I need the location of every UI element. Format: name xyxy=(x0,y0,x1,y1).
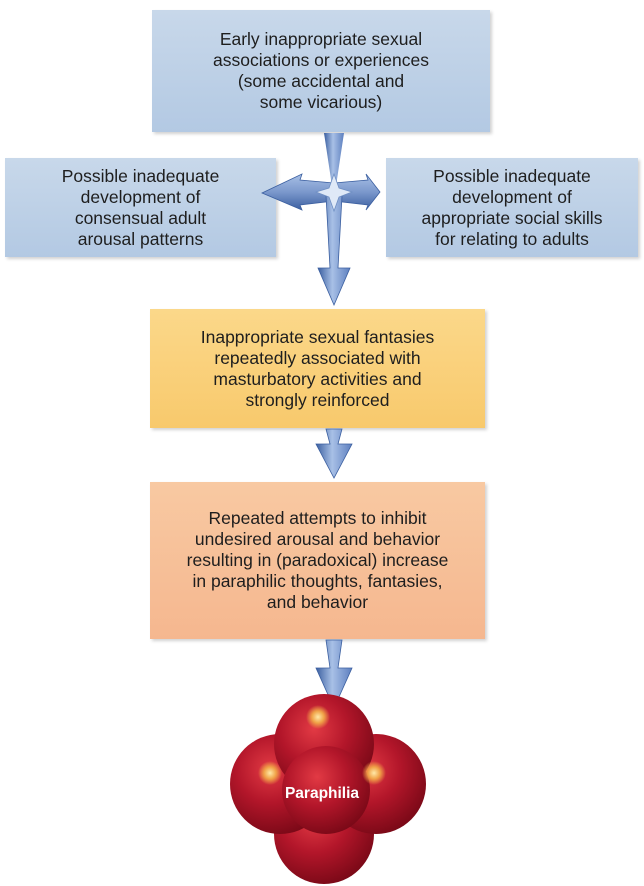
early-associations-box: Early inappropriate sexual associations … xyxy=(152,10,490,132)
paraphilia-label: Paraphilia xyxy=(284,785,360,802)
inhibition-text: Repeated attempts to inhibit undesired a… xyxy=(186,508,449,612)
paraphilia-sphere-cluster-icon xyxy=(230,694,426,884)
branch-arrow-icon xyxy=(261,133,381,307)
early-associations-text: Early inappropriate sexual associations … xyxy=(213,29,429,112)
down-arrow-icon xyxy=(315,428,353,479)
adult-arousal-text: Possible inadequate development of conse… xyxy=(61,165,220,249)
inhibition-box: Repeated attempts to inhibit undesired a… xyxy=(150,482,485,639)
social-skills-text: Possible inadequate development of appro… xyxy=(421,165,603,249)
adult-arousal-box: Possible inadequate development of conse… xyxy=(5,158,276,257)
down-arrow-icon xyxy=(315,639,353,709)
fantasies-text: Inappropriate sexual fantasies repeatedl… xyxy=(200,326,435,410)
social-skills-box: Possible inadequate development of appro… xyxy=(386,158,638,257)
fantasies-box: Inappropriate sexual fantasies repeatedl… xyxy=(150,309,485,428)
